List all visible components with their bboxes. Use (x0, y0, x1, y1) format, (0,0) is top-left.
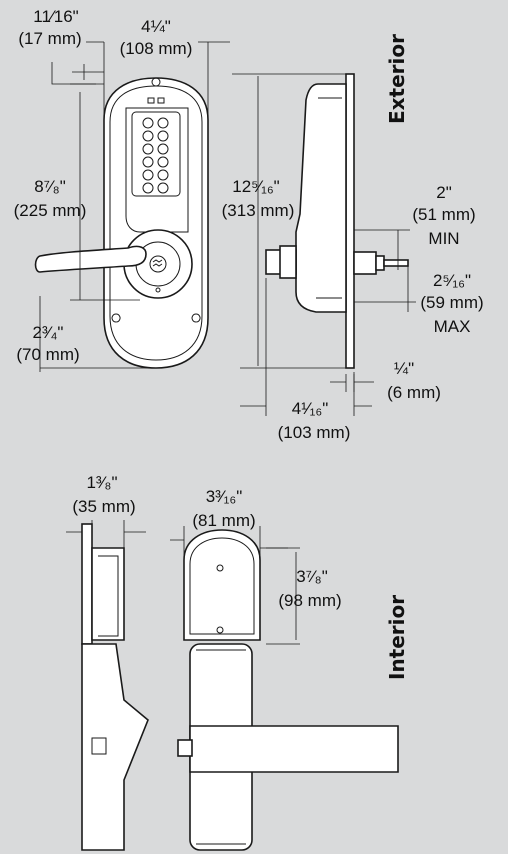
dim-interior-depth-metric: (35 mm) (72, 497, 135, 516)
dim-interior-cap-height-metric: (98 mm) (278, 591, 341, 610)
dim-interior-width-imperial: 3³⁄₁₆" (206, 487, 243, 506)
dim-overall-height-metric: (313 mm) (222, 201, 295, 220)
interior-front-view (170, 526, 399, 851)
dim-door-min-imperial: 2" (436, 183, 452, 202)
dim-lower-spacing-imperial: 2³⁄₄" (33, 323, 64, 342)
dim-handle-height-metric: (225 mm) (14, 201, 87, 220)
section-title-interior: Interior (385, 595, 409, 680)
dim-interior-depth-imperial: 1³⁄₈" (86, 473, 117, 492)
exterior-side-view (265, 73, 409, 369)
dim-door-min-metric: (51 mm) (412, 205, 475, 224)
dim-side-depth-metric: (103 mm) (278, 423, 351, 442)
dim-door-max-note: MAX (434, 317, 471, 336)
keypad-buttons (142, 117, 169, 194)
dim-door-min-note: MIN (428, 229, 459, 248)
dim-handle-projection-metric: (17 mm) (18, 29, 81, 48)
dim-handle-projection-imperial: 11⁄16" (33, 7, 78, 26)
dim-escutcheon-width-imperial: 4¼" (141, 17, 171, 36)
dim-overall-height-imperial: 12⁵⁄₁₆" (232, 177, 279, 196)
dim-side-depth-imperial: 4¹⁄₁₆" (292, 399, 329, 418)
dim-door-max-metric: (59 mm) (420, 293, 483, 312)
dim-plate-thickness-imperial: ¼" (394, 359, 414, 378)
section-title-exterior: Exterior (385, 34, 409, 124)
dim-plate-thickness-metric: (6 mm) (387, 383, 441, 402)
dim-interior-width-metric: (81 mm) (192, 511, 255, 530)
dim-interior-cap-height-imperial: 3⁷⁄₈" (296, 567, 328, 586)
exterior-front-view (34, 77, 209, 369)
interior-side-view (66, 520, 149, 851)
dim-escutcheon-width-metric: (108 mm) (120, 39, 193, 58)
dim-lower-spacing-metric: (70 mm) (16, 345, 79, 364)
exterior-dimension-lines (39, 41, 416, 416)
dim-handle-height-imperial: 8⁷⁄₈" (34, 177, 66, 196)
dim-door-max-imperial: 2⁵⁄₁₆" (433, 271, 471, 290)
